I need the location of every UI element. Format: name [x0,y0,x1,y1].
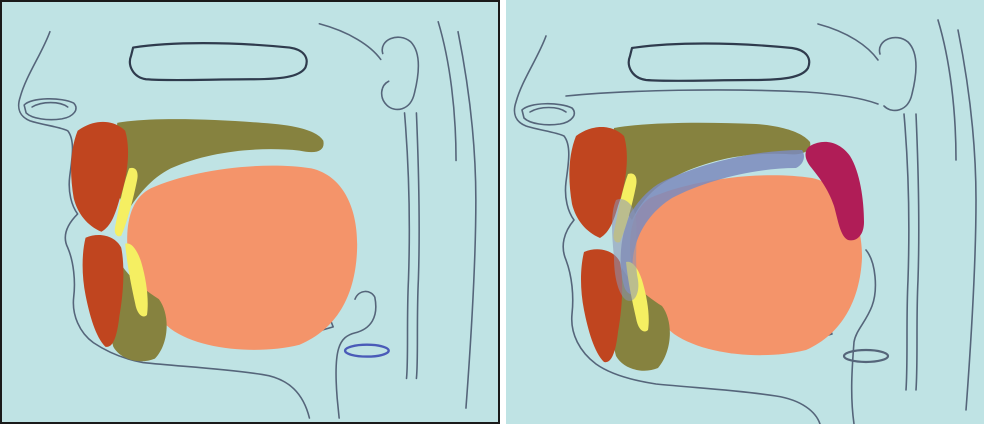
left-spine-2 [438,22,456,161]
left-panel [0,0,500,424]
left-spine [458,32,476,408]
left-velum-outline [382,37,419,109]
right-nasal-passage [566,90,878,104]
left-nostril-inner [32,103,68,107]
right-spine [958,30,976,410]
left-pharynx-wall [405,113,410,378]
right-pharynx-wall-2 [916,114,919,390]
left-nasal-cavity [130,43,307,80]
left-pharynx-back [319,24,380,60]
left-larynx-ring [345,345,389,357]
right-pharynx-back [818,24,878,60]
right-nasal-cavity [629,44,809,81]
right-pharynx-wall [904,114,909,390]
left-pharynx-wall-2 [416,113,419,378]
right-vocal-tract-diagram [506,0,984,424]
right-larynx-ring [844,350,888,362]
left-vocal-tract-diagram [2,2,498,422]
right-panel [506,0,984,424]
right-velum-outline [879,38,916,111]
right-nostril-inner [530,108,566,113]
right-spine-2 [938,20,956,160]
